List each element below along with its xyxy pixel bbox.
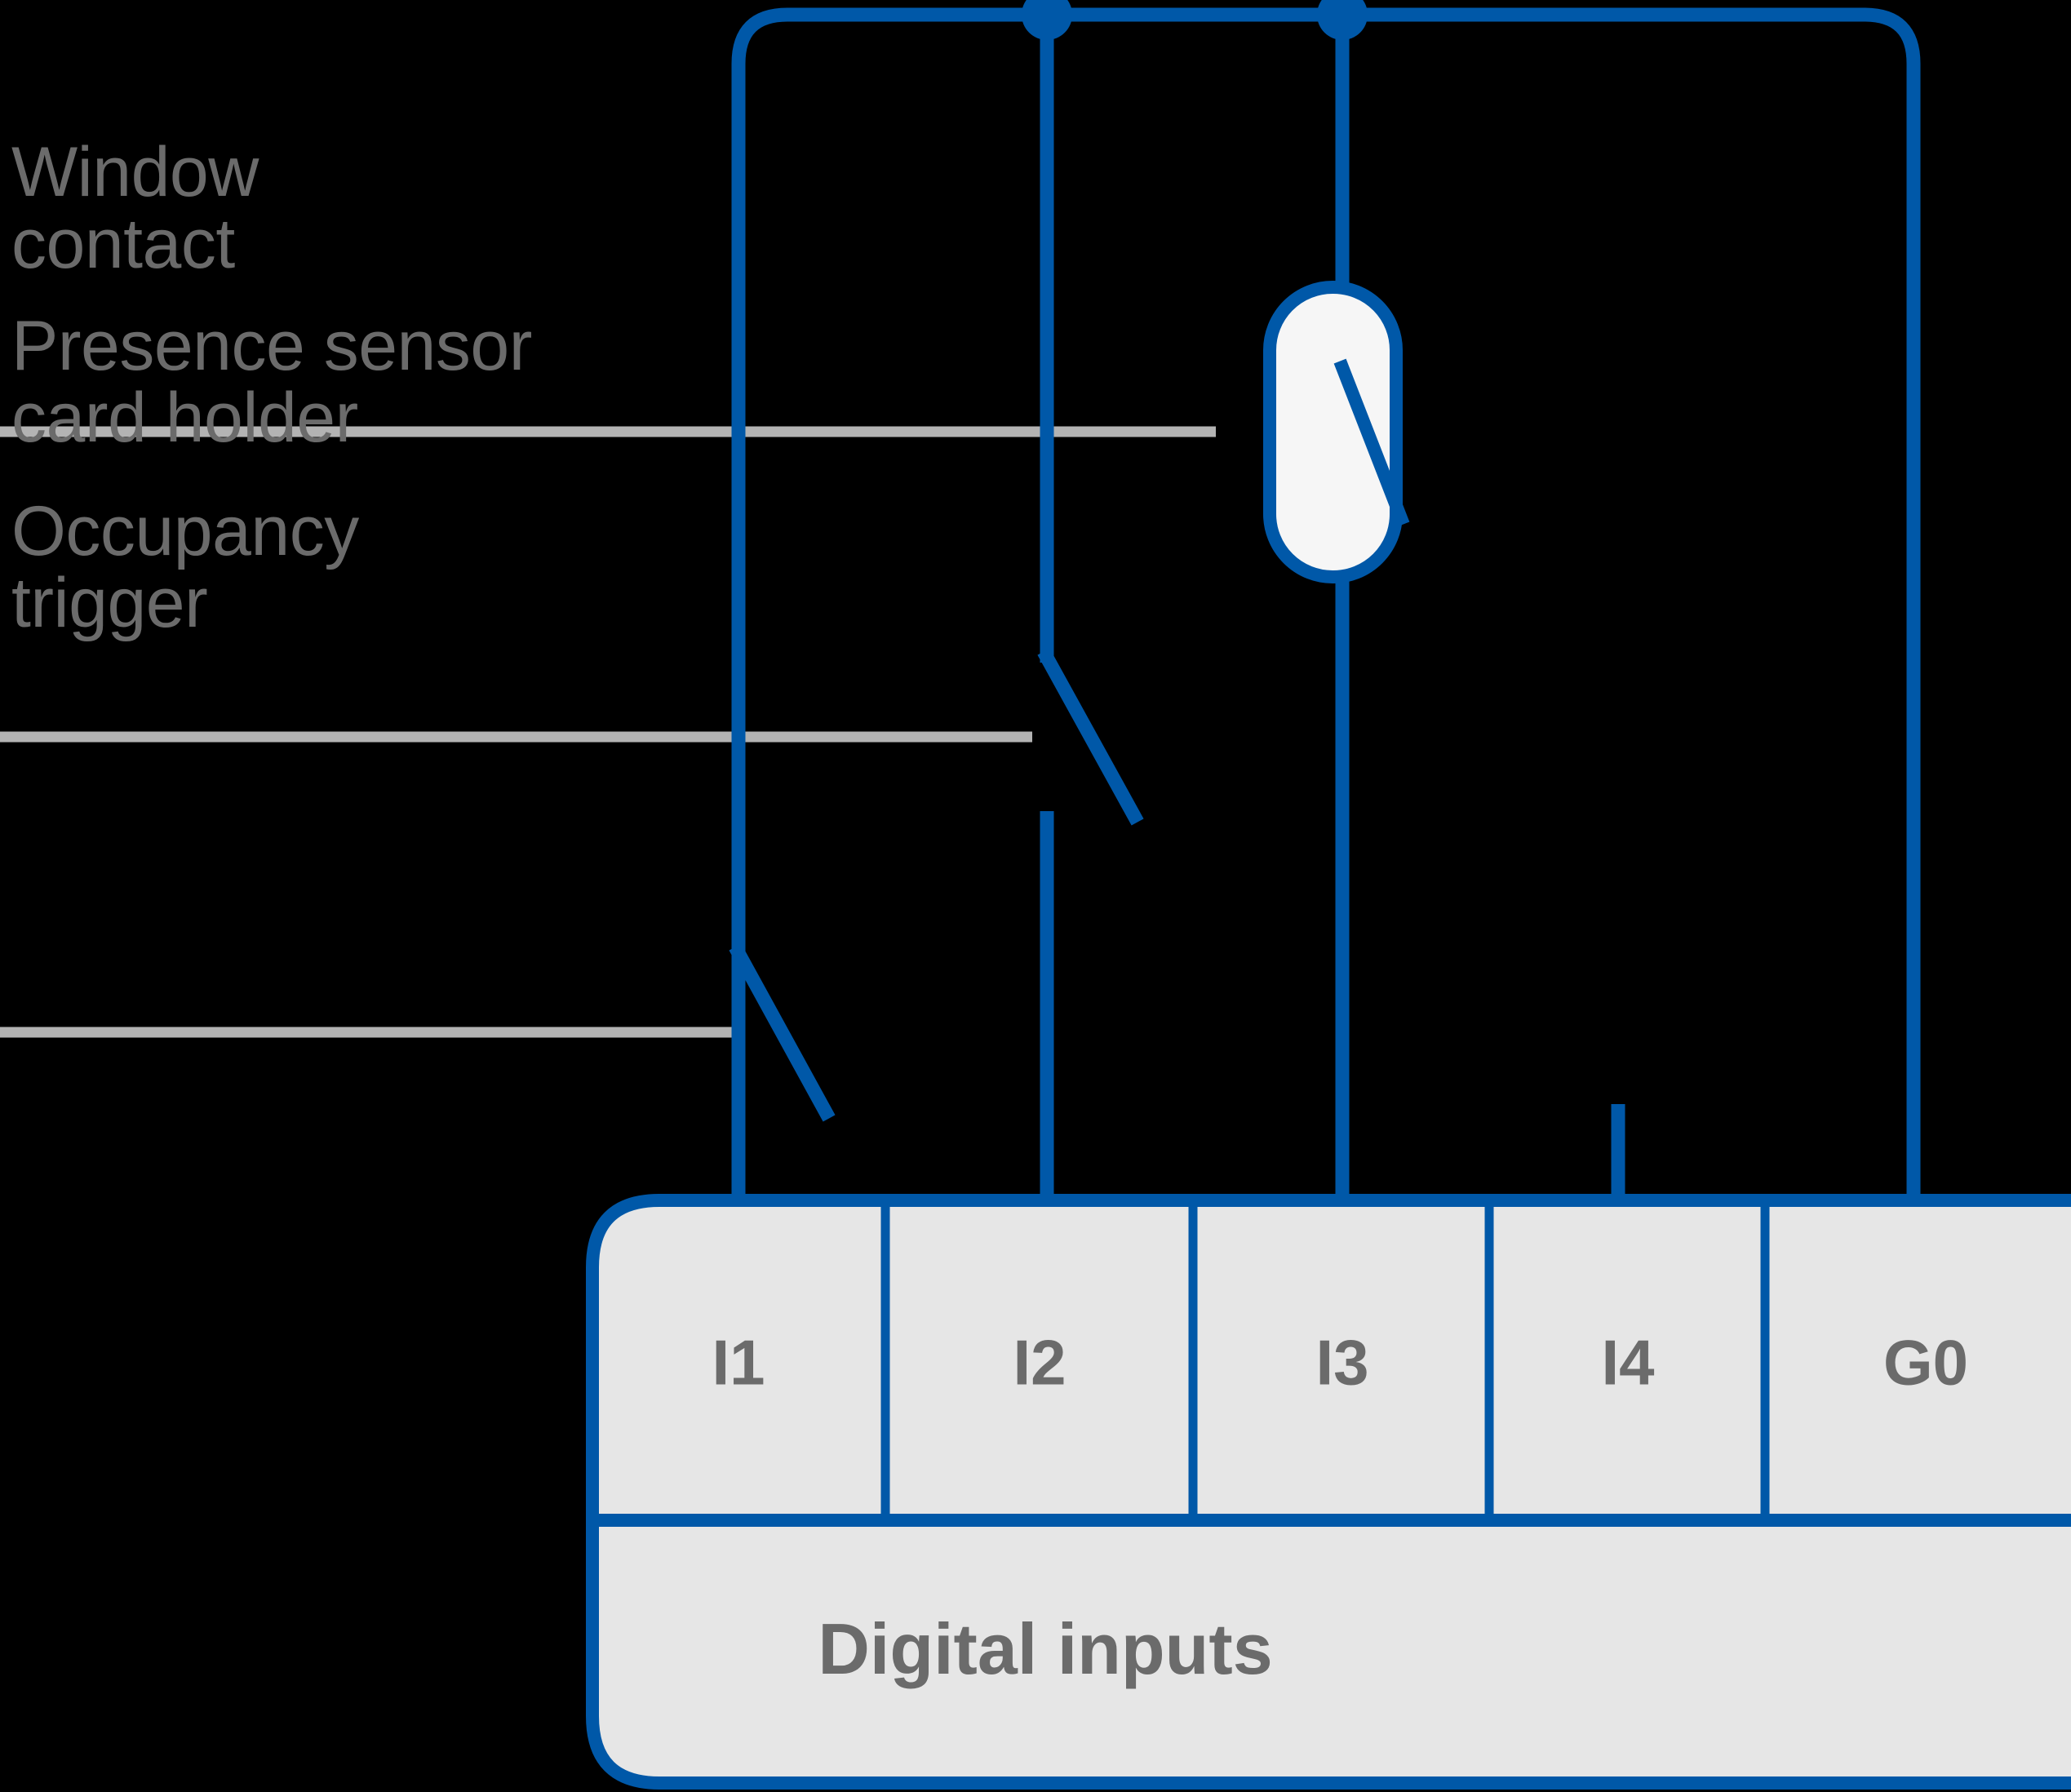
terminal-label-i2[interactable]: I2 (1013, 1326, 1067, 1399)
wire-i2-switch-blade (1037, 648, 1144, 826)
module-title-digital-inputs: Digital inputs (818, 1608, 1273, 1689)
junction-dot-i2 (1022, 0, 1072, 40)
module-body (586, 1194, 2071, 1790)
supply-bus-wire (731, 7, 1921, 1208)
label-presence-sensor-card-holder: Presence sensor card holder (11, 307, 532, 457)
wire-i1-switch-blade (729, 943, 836, 1122)
junction-dot-i3 (1317, 0, 1368, 40)
terminal-label-i4[interactable]: I4 (1601, 1326, 1655, 1399)
label-window-contact: Window contact (11, 133, 259, 283)
terminal-label-i1[interactable]: I1 (712, 1326, 765, 1399)
terminal-label-g0[interactable]: G0 (1883, 1326, 1969, 1399)
terminal-label-i3[interactable]: I3 (1315, 1326, 1369, 1399)
window-contact-switch-body (1263, 281, 1403, 583)
window-contact-switch-blade (1333, 358, 1410, 527)
label-occupancy-trigger: Occupancy trigger (11, 492, 359, 642)
